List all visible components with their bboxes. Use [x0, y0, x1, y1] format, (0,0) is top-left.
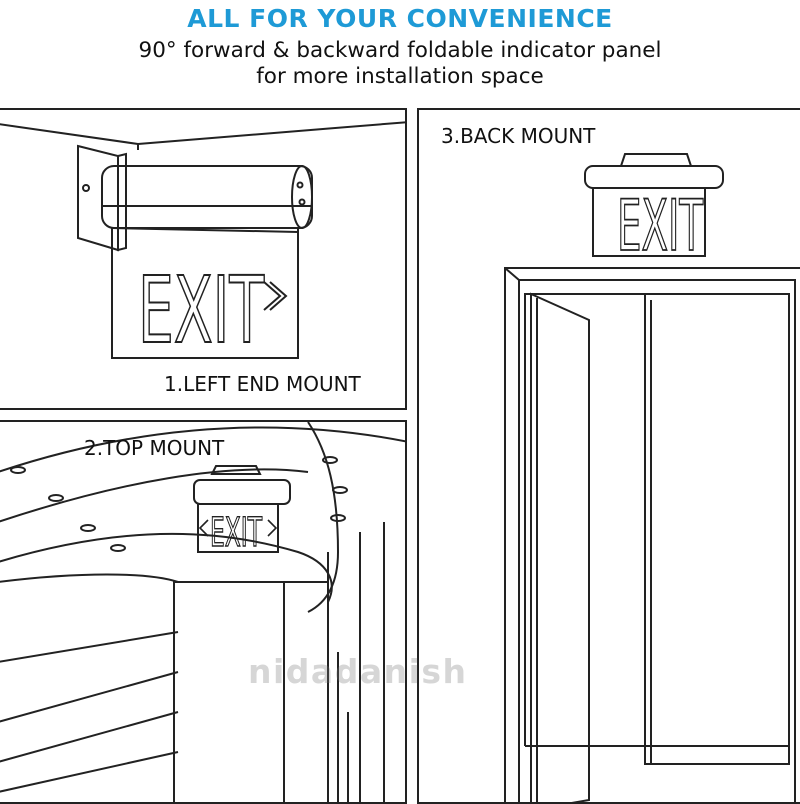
panel-label-back: 3.BACK MOUNT	[441, 124, 596, 148]
exit-sign-text: EXIT	[138, 257, 264, 364]
exit-sign-text: EXIT	[617, 185, 703, 267]
panel-label-left-end: 1.LEFT END MOUNT	[164, 372, 361, 396]
panel-left-end-mount: EXIT 1.LEFT END MOUNT	[0, 108, 407, 410]
exit-sign-text: EXIT	[210, 510, 263, 556]
headline: ALL FOR YOUR CONVENIENCE	[187, 4, 613, 33]
panel-label-top: 2.TOP MOUNT	[84, 436, 225, 460]
watermark: nidadanish	[248, 652, 468, 691]
left-end-mount-illustration: EXIT	[0, 121, 405, 365]
subtitle-line-2: for more installation space	[256, 64, 544, 89]
panel-top-mount: EXIT 2.TOP MOUNT	[0, 420, 407, 804]
top-mount-illustration: EXIT	[0, 422, 405, 802]
subtitle-line-1: 90° forward & backward foldable indicato…	[138, 38, 662, 63]
back-mount-illustration: EXIT	[504, 153, 800, 802]
panel-back-mount: EXIT 3.BACK MOUNT	[417, 108, 800, 804]
